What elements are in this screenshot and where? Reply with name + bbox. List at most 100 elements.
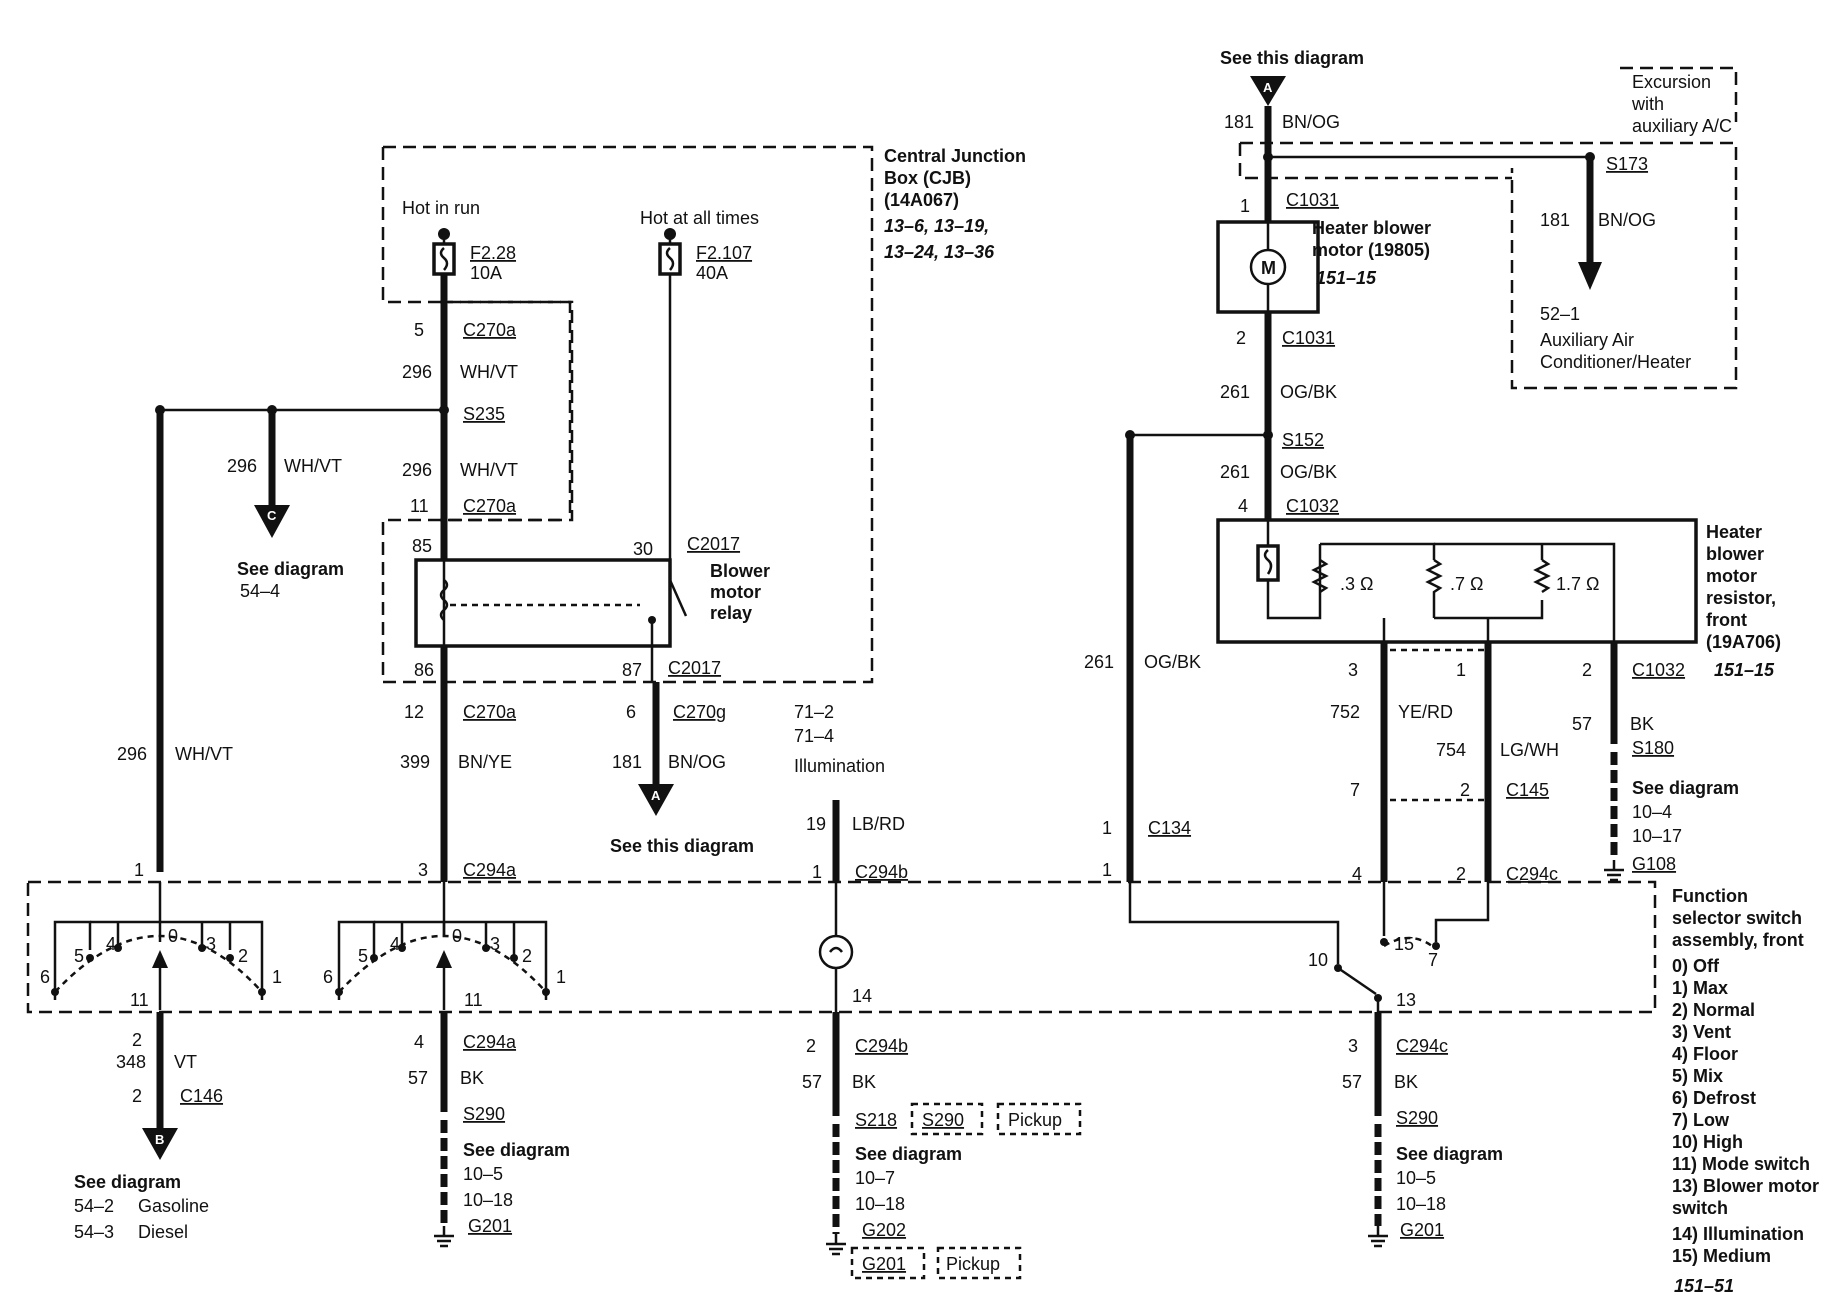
- switch-left-pin-1: 1: [272, 967, 282, 987]
- splice-s173: S173: [1606, 154, 1648, 174]
- function-switch-page: 151–51: [1674, 1276, 1734, 1296]
- cjb-lower-outline: [440, 300, 574, 522]
- arrow-a-top-letter: A: [1263, 80, 1273, 95]
- cjb-part: (14A067): [884, 190, 959, 210]
- c145-outline: [1390, 648, 1484, 802]
- relay-pin30: 30: [633, 539, 653, 559]
- see-this-diagram-top: See this diagram: [1220, 48, 1364, 68]
- motor-name1: Heater blower: [1312, 218, 1431, 238]
- illum-pickup2: Pickup: [946, 1254, 1000, 1274]
- bottom-mid-p2: 10–18: [463, 1190, 513, 1210]
- arrow-c-icon: [254, 505, 290, 538]
- wire-57-mid: [434, 1012, 454, 1248]
- switch-right-pin7: 7: [1428, 950, 1438, 970]
- legend-entry: 15) Medium: [1672, 1246, 1771, 1266]
- relay-pin85: 85: [412, 536, 432, 556]
- resistor-r3: 1.7 Ω: [1556, 574, 1599, 594]
- fuse2-amp: 40A: [696, 263, 728, 283]
- switch-right-pin13: 13: [1396, 990, 1416, 1010]
- switch-left-pin-4: 4: [106, 934, 116, 954]
- fuse-f2-28-icon: [432, 228, 456, 276]
- c270a-pin5: 5: [414, 320, 424, 340]
- illum-g202: G202: [862, 1220, 906, 1240]
- relay-pin87: 87: [622, 660, 642, 680]
- wire-181-top: [1263, 106, 1602, 290]
- motor-name2: motor (19805): [1312, 240, 1430, 260]
- wire-261-3-color: OG/BK: [1144, 652, 1201, 672]
- motor-wire181-aux: 181: [1540, 210, 1570, 230]
- arrow-a-mid-letter: A: [651, 788, 661, 803]
- wire-57-g108: [1604, 642, 1624, 882]
- wire-296-far-color: WH/VT: [175, 744, 233, 764]
- legend-entry: 7) Low: [1672, 1110, 1730, 1130]
- resistor-r2: .7 Ω: [1450, 574, 1483, 594]
- c270a-pin11: 11: [410, 496, 429, 516]
- bottom-mid-wire57: 57: [408, 1068, 428, 1088]
- switch-mid-pin-1: 1: [556, 967, 566, 987]
- c294c-pin4: 4: [1352, 864, 1362, 884]
- fuse1-id: F2.28: [470, 243, 516, 263]
- legend-entry: 2) Normal: [1672, 1000, 1755, 1020]
- c294a-pin3: 3: [418, 860, 428, 880]
- see-this-diagram-mid: See this diagram: [610, 836, 754, 856]
- switch-mid-pin-3: 3: [490, 934, 500, 954]
- c270a-pin12: 12: [404, 702, 424, 722]
- splice-s180: S180: [1632, 738, 1674, 758]
- wire-261-c134: [1126, 435, 1340, 964]
- motor-c1031-pin2: 2: [1236, 328, 1246, 348]
- right-wire57-color: BK: [1630, 714, 1654, 734]
- motor-wire181-top: 181: [1224, 112, 1254, 132]
- wire-296-2-number: 296: [227, 456, 257, 476]
- function-switch-assembly-outline: [26, 880, 1657, 1014]
- wire-181-mid-number: 181: [612, 752, 642, 772]
- wire-296-1-color: WH/VT: [460, 362, 518, 382]
- bottom-mid-see-diagram: See diagram: [463, 1140, 570, 1160]
- illum-wire19-color: LB/RD: [852, 814, 905, 834]
- splice-s235: S235: [463, 404, 505, 424]
- c134-pin1: 1: [1102, 818, 1112, 838]
- relay-conn-top: C2017: [687, 534, 740, 554]
- relay-name2: motor: [710, 582, 761, 602]
- right-wire57: 57: [1572, 714, 1592, 734]
- heater-blower-motor-box: [1216, 220, 1320, 314]
- arrow-b-letter: B: [155, 1132, 164, 1147]
- c145-pin7: 7: [1350, 780, 1360, 800]
- illum-c294b-pin1: 1: [812, 862, 822, 882]
- wire-399-number: 399: [400, 752, 430, 772]
- illum-pickup1-box: [996, 1102, 1082, 1136]
- c270a-mid: C270a: [463, 496, 517, 516]
- legend-entry: switch: [1672, 1198, 1728, 1218]
- illum-g201-box: [850, 1246, 926, 1280]
- illum-g201: G201: [862, 1254, 906, 1274]
- wire-348-number: 348: [116, 1052, 146, 1072]
- c294c-top: C294c: [1506, 864, 1558, 884]
- fuse1-amp: 10A: [470, 263, 502, 283]
- wire-296-1-number: 296: [402, 362, 432, 382]
- illum-s290-box: [910, 1102, 984, 1136]
- c145-pin2: 2: [1460, 780, 1470, 800]
- bottom-mid-g201: G201: [468, 1216, 512, 1236]
- cjb-hot-at-all-times: Hot at all times: [640, 208, 759, 228]
- relay-conn-bottom: C2017: [668, 658, 721, 678]
- illum-wire57-color: BK: [852, 1072, 876, 1092]
- see-diagram-c-page: 54–4: [240, 581, 280, 601]
- see-diagram-b-p1-label: Gasoline: [138, 1196, 209, 1216]
- resistor-name3: motor: [1706, 566, 1757, 586]
- excursion3: auxiliary A/C: [1632, 116, 1732, 136]
- illum-pickup2-box: [936, 1246, 1022, 1280]
- excursion1: Excursion: [1632, 72, 1711, 92]
- motor-c1031-bottom: C1031: [1282, 328, 1335, 348]
- motor-page: 151–15: [1316, 268, 1377, 288]
- wire-296-3-number: 296: [402, 460, 432, 480]
- cjb-title2: Box (CJB): [884, 168, 971, 188]
- switch-left-pin-6: 6: [40, 967, 50, 987]
- switch-mid-pin-5: 5: [358, 946, 368, 966]
- arrow-a-mid-icon: [638, 784, 674, 816]
- wire-296-far-number: 296: [117, 744, 147, 764]
- legend-entry: 10) High: [1672, 1132, 1743, 1152]
- wire-752: [1380, 642, 1388, 946]
- cjb-hot-in-run: Hot in run: [402, 198, 480, 218]
- switch-right-see-diagram: See diagram: [1396, 1144, 1503, 1164]
- c294c-pin1: 1: [1102, 860, 1112, 880]
- function-switch-title3: assembly, front: [1672, 930, 1804, 950]
